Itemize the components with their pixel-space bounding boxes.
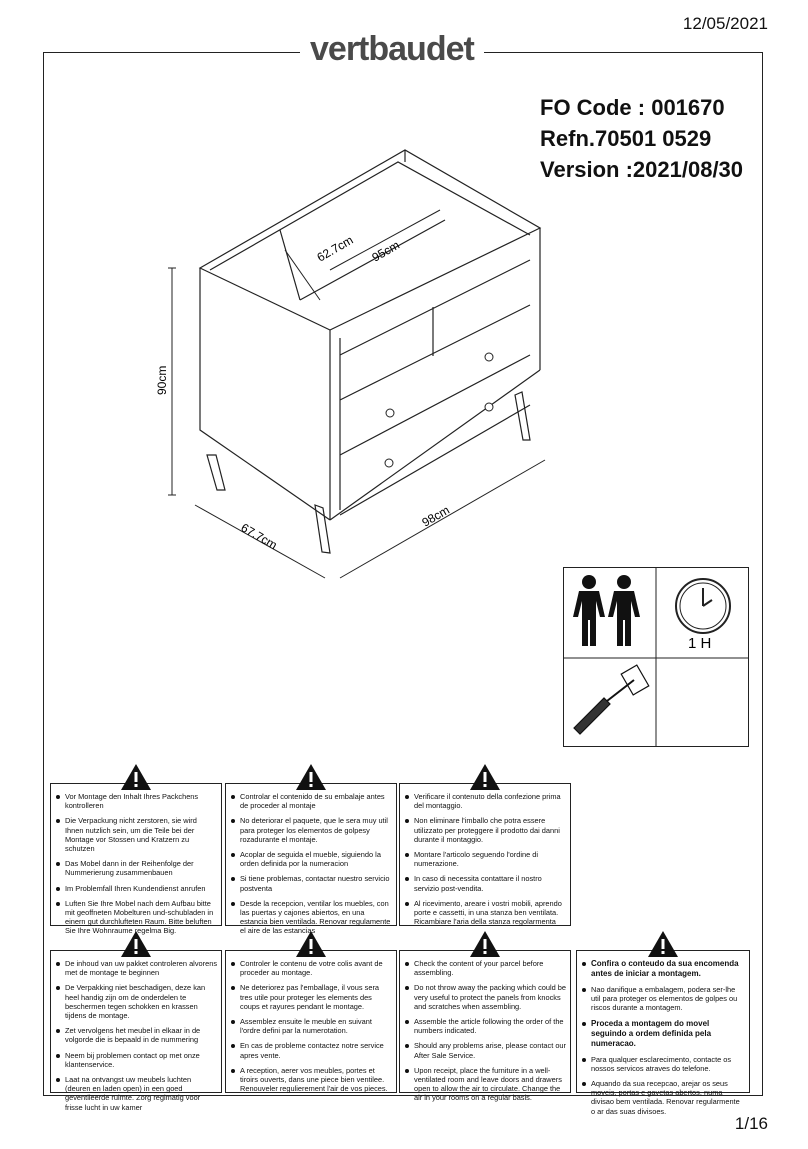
list-item: De Verpakking niet beschadigen, deze kan…	[56, 983, 217, 1020]
list-item: Non eliminare l'imballo che potra essere…	[405, 816, 566, 844]
list-item: Nao danifique a embalagem, podera ser-lh…	[582, 985, 745, 1013]
list-item: Check the content of your parcel before …	[405, 959, 566, 977]
list-item: A reception, aerer vos meubles, portes e…	[231, 1066, 392, 1094]
list-item: Upon receipt, place the furniture in a w…	[405, 1066, 566, 1103]
list-item: In caso di necessita contattare il nostr…	[405, 874, 566, 893]
list-item: Neem bij problemen contact op met onze k…	[56, 1051, 217, 1069]
list-item: De inhoud van uw pakket controleren alvo…	[56, 959, 218, 978]
list-item: Do not throw away the packing which coul…	[405, 983, 567, 1011]
dimension-inner-width: 95cm	[370, 238, 402, 265]
list-item: Luften Sie Ihre Mobel nach dem Aufbau bi…	[56, 899, 217, 936]
list-item: Controler le contenu de votre colis avan…	[231, 959, 392, 977]
list-item: Should any problems arise, please contac…	[405, 1041, 567, 1060]
warning-box-pt: Confira o conteudo da sua encomenda ante…	[576, 931, 750, 1116]
list-item: Im Problemfall Ihren Kundendienst anrufe…	[56, 884, 217, 893]
version: Version :2021/08/30	[540, 157, 744, 182]
warning-icon	[648, 931, 678, 957]
two-people-icon	[573, 575, 640, 646]
list-item: Controlar el contenido de su embalaje an…	[231, 792, 392, 810]
product-codes: FO Code : 001670 Refn.70501 0529 Version…	[540, 92, 743, 185]
dresser-drawing: 90cm 67.7cm 98cm 62.7cm 95cm	[155, 149, 546, 579]
list-item: Die Verpackung nicht zerstoren, sie wird…	[56, 816, 217, 853]
list-item: Verificare il contenuto della confezione…	[405, 792, 566, 810]
assembly-info-grid: 1 H	[563, 567, 749, 747]
list-item: Montare l'articolo seguendo l'ordine di …	[405, 850, 566, 868]
list-item: Ne deteriorez pas l'emballage, il vous s…	[231, 983, 392, 1011]
warning-icon	[296, 764, 326, 790]
list-item: Confira o conteudo da sua encomenda ante…	[582, 959, 745, 979]
list-item: Si tiene problemas, contactar nuestro se…	[231, 874, 392, 893]
dimension-height: 90cm	[155, 366, 169, 395]
warning-icon	[121, 931, 151, 957]
list-item: Para qualquer esclarecimento, contacte o…	[582, 1055, 745, 1073]
list-item: No deteriorar el paquete, que le sera mu…	[231, 816, 392, 844]
warning-icon	[470, 764, 500, 790]
page-number: 1/16	[734, 1114, 768, 1133]
list-item: Assemble the article following the order…	[405, 1017, 566, 1035]
document-date: 12/05/2021	[682, 14, 768, 33]
warning-icon	[121, 764, 151, 790]
fo-code: FO Code : 001670	[540, 95, 725, 120]
warning-box-fr: Controler le contenu de votre colis avan…	[225, 931, 397, 1094]
warning-box-es: Controlar el contenido de su embalaje an…	[225, 764, 397, 935]
warning-box-nl: De inhoud van uw pakket controleren alvo…	[50, 931, 222, 1112]
assembly-time: 1 H	[688, 635, 711, 652]
warning-box-it: Verificare il contenuto della confezione…	[399, 764, 571, 927]
warning-icon	[296, 931, 326, 957]
list-item: Proceda a montagem do movel seguindo a o…	[582, 1019, 745, 1049]
warning-box-de: Vor Montage den Inhalt Ihres Packchens k…	[50, 764, 222, 935]
list-item: Vor Montage den Inhalt Ihres Packchens k…	[56, 792, 217, 810]
reference-number: Refn.70501 0529	[540, 126, 712, 151]
list-item: Al ricevimento, areare i vostri mobili, …	[405, 899, 566, 927]
list-item: Das Mobel dann in der Reihenfolge der Nu…	[56, 859, 217, 877]
brand-logo: vertbaudet	[300, 30, 484, 68]
screwdriver-icon	[573, 664, 650, 735]
warning-box-en: Check the content of your parcel before …	[399, 931, 571, 1102]
list-item: Laat na ontvangst uw meubels luchten (de…	[56, 1075, 217, 1112]
clock-icon	[675, 578, 731, 634]
list-item: Assemblez ensuite le meuble en suivant l…	[231, 1017, 392, 1035]
list-item: Desde la recepcion, ventilar los muebles…	[231, 898, 391, 936]
warning-icon	[470, 931, 500, 957]
list-item: Acoplar de seguida el mueble, siguiendo …	[231, 850, 392, 868]
list-item: En cas de probleme contactez notre servi…	[231, 1041, 392, 1060]
dimension-depth: 67.7cm	[239, 520, 280, 552]
dimension-width: 98cm	[420, 503, 452, 530]
list-item: Zet vervolgens het meubel in elkaar in d…	[56, 1026, 217, 1044]
list-item: Aquando da sua recepcao, arejar os seus …	[582, 1079, 745, 1116]
